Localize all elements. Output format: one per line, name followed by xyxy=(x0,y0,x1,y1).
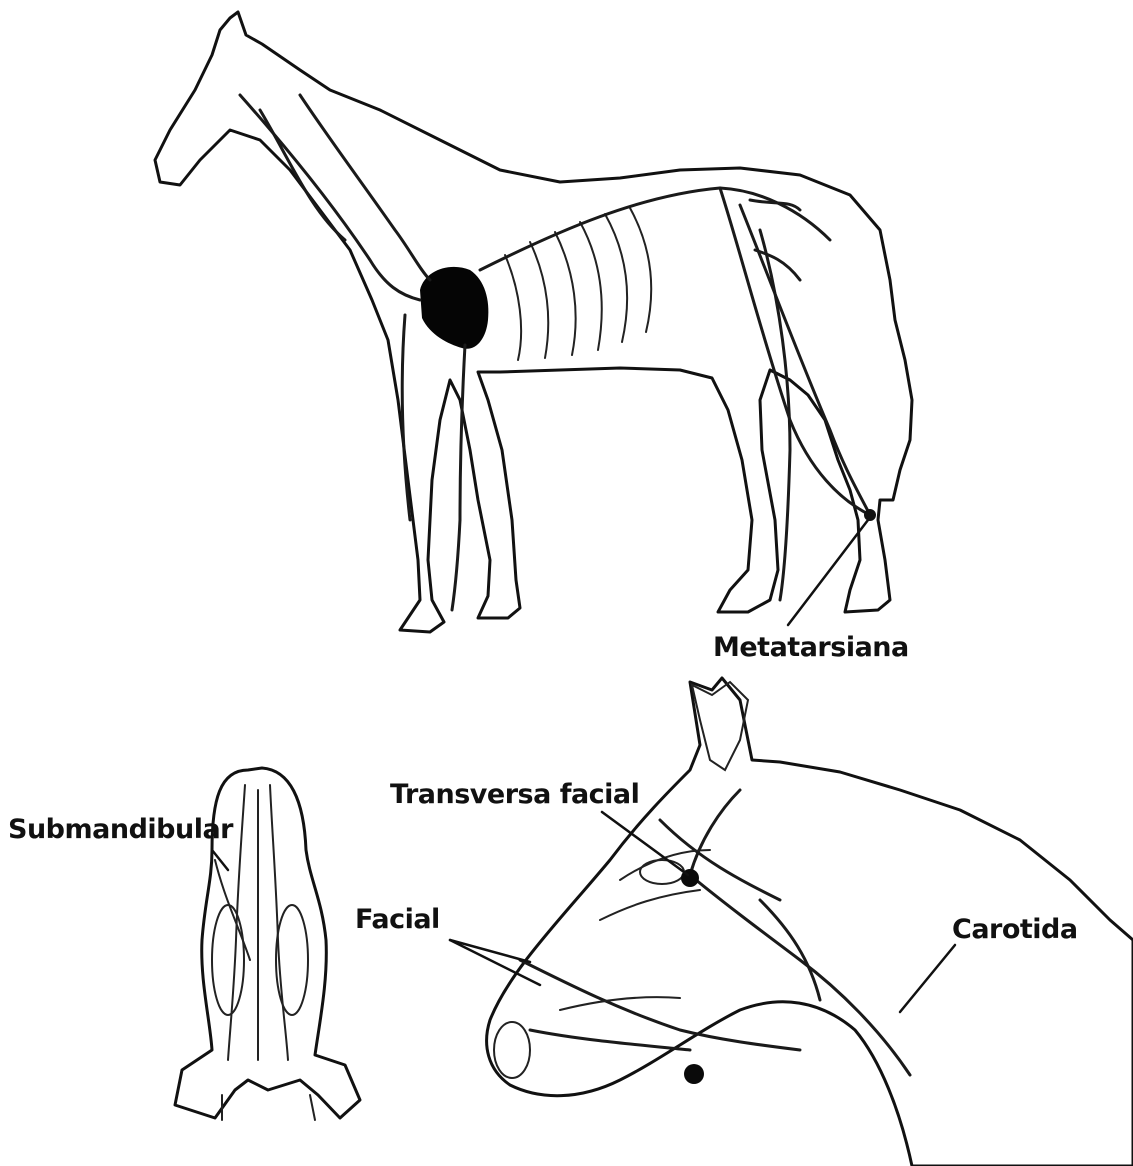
ear-shape xyxy=(692,682,748,770)
head-artery-network xyxy=(520,790,910,1075)
label-submandibular: Submandibular xyxy=(8,814,234,845)
head-lateral-figure: Transversa facial Facial Carotida xyxy=(355,678,1133,1166)
label-carotida: Carotida xyxy=(952,914,1078,945)
label-facial: Facial xyxy=(355,904,440,935)
rib-lines xyxy=(505,208,651,360)
label-transversa-facial: Transversa facial xyxy=(390,779,639,810)
carotida-leader-line xyxy=(900,945,955,1012)
facial-pulse-point xyxy=(684,1064,704,1084)
metatarsal-pulse-point xyxy=(864,509,876,521)
head-ventral-figure: Submandibular xyxy=(8,768,360,1120)
full-horse-figure: Metatarsiana xyxy=(155,12,912,663)
horse-body-silhouette xyxy=(155,12,912,632)
label-metatarsiana: Metatarsiana xyxy=(713,632,909,663)
